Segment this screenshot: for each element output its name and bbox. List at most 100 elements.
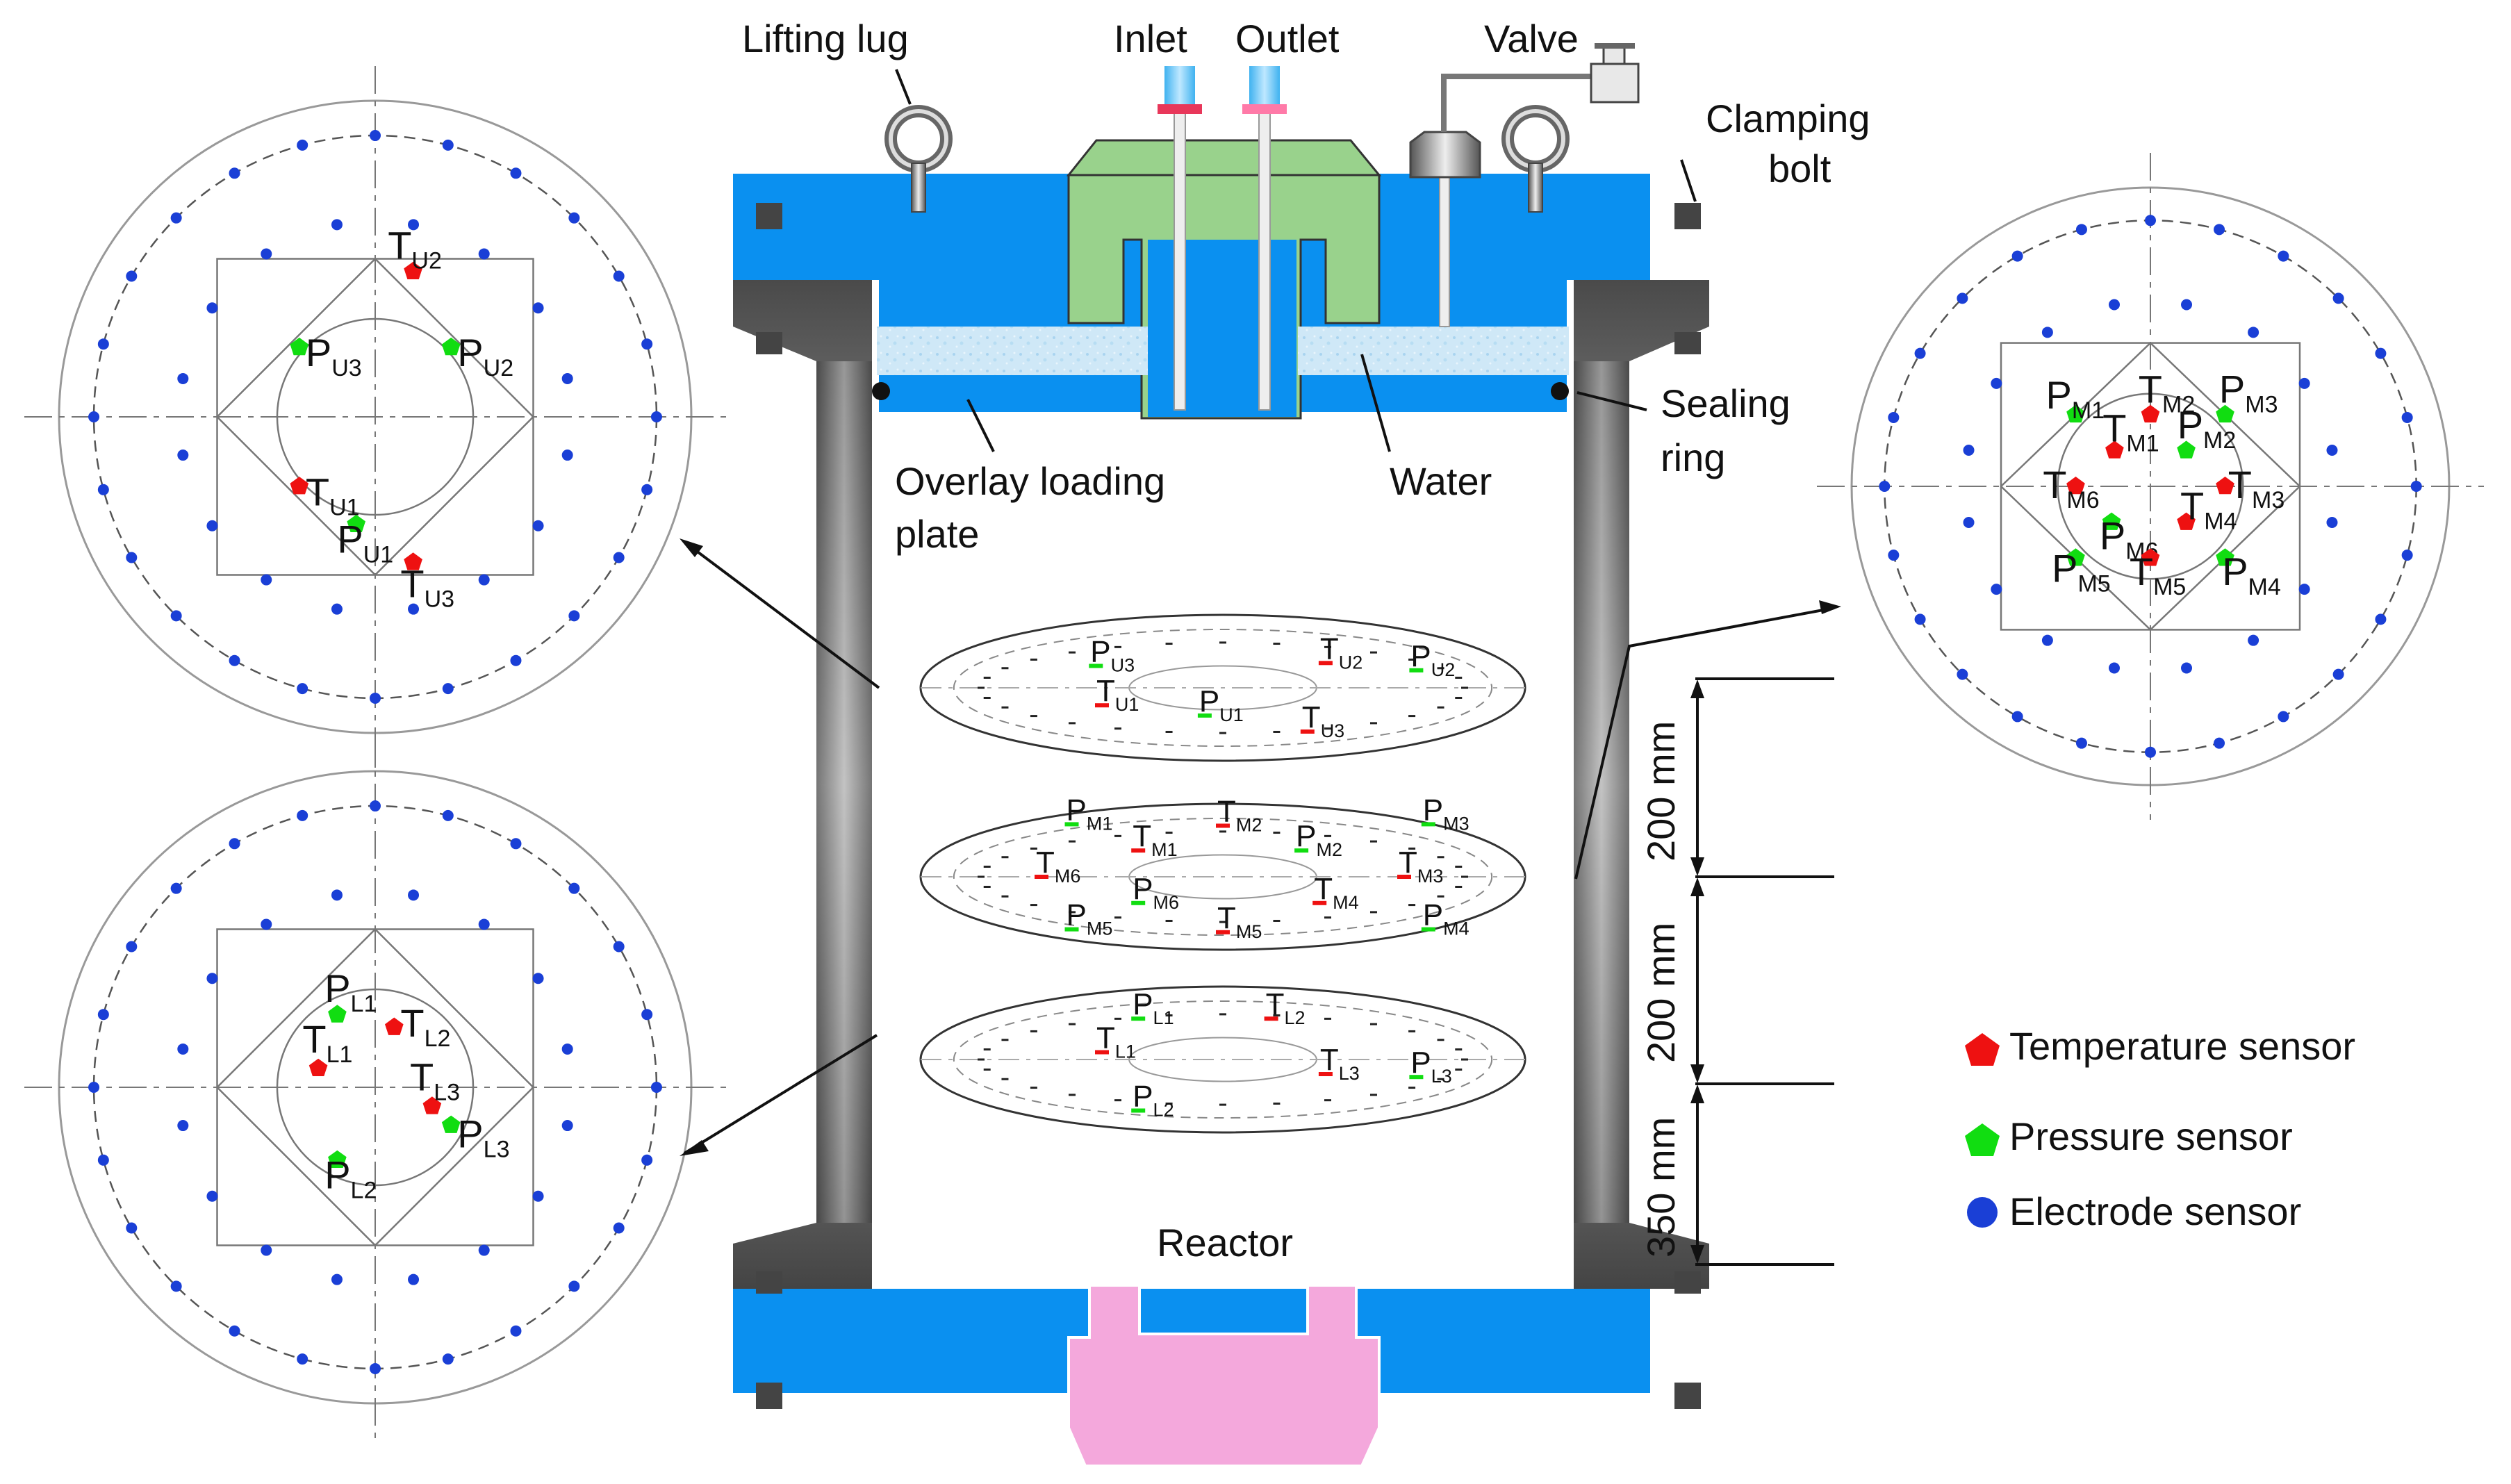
electrode-tick xyxy=(1461,1058,1468,1061)
left-wall-shade xyxy=(816,361,872,1223)
electrode-tick xyxy=(1324,916,1331,919)
sealing-ring-right xyxy=(1551,382,1569,400)
electrode-tick xyxy=(1369,722,1377,725)
electrode-dot xyxy=(561,1043,573,1055)
electrode-dot xyxy=(229,654,240,666)
pressure-sensor-icon xyxy=(2066,404,2085,423)
electrode-tick xyxy=(1437,1039,1444,1041)
electrode-tick xyxy=(983,1048,991,1051)
electrode-tick xyxy=(1001,1078,1009,1080)
diamond-frame xyxy=(215,257,535,577)
sensor-label-pu3: PU3 xyxy=(306,331,362,381)
layer-sensor-mark xyxy=(1216,930,1230,934)
legend-pressure-label: Pressure sensor xyxy=(2009,1114,2293,1158)
electrode-dot xyxy=(561,372,573,384)
electrode-dot xyxy=(206,302,218,314)
electrode-tick xyxy=(1030,847,1037,850)
electrode-tick xyxy=(1165,832,1173,834)
electrode-tick xyxy=(1437,706,1444,709)
legend-temperature-label: Temperature sensor xyxy=(2009,1024,2355,1068)
layer-label-pm6: PM6 xyxy=(1133,872,1179,913)
diamond-frame xyxy=(2000,341,2301,632)
dimension-arrows xyxy=(1690,679,1704,1264)
electrode-dot xyxy=(170,212,182,224)
electrode-tick xyxy=(1324,727,1331,730)
sensor-label-tm3: TM3 xyxy=(2228,463,2284,513)
inlet-pipe xyxy=(1174,110,1186,411)
electrode-dot xyxy=(229,1325,240,1337)
electrode-dot xyxy=(370,130,381,142)
pressure-sensor-icon xyxy=(328,1150,347,1168)
water-layer-right xyxy=(1298,327,1569,375)
legend-temperature: Temperature sensor xyxy=(1965,1024,2355,1068)
electrode-tick xyxy=(1114,727,1122,730)
layer-sensor-mark xyxy=(1064,822,1079,827)
electrode-tick xyxy=(978,875,985,878)
electrode-dot xyxy=(126,1222,138,1234)
dim-200-upper: 200 mm xyxy=(1639,721,1683,861)
electrode-dot xyxy=(1914,347,1926,359)
electrode-tick xyxy=(1273,832,1281,834)
lifting-lug-right xyxy=(1501,105,1570,213)
layer-label-tm6: TM6 xyxy=(1036,846,1080,887)
label-ring: ring xyxy=(1661,436,1725,479)
sensor-label-tm1: TM1 xyxy=(2102,406,2159,457)
electrode-tick xyxy=(1114,834,1122,837)
electrode-dot xyxy=(561,1120,573,1132)
lifting-lug-left xyxy=(884,105,953,213)
electrode-tick xyxy=(1273,643,1281,645)
electrode-dot xyxy=(408,603,420,615)
electrode-dot xyxy=(1957,668,1968,680)
electrode-dot xyxy=(641,1154,653,1166)
layer-label-pu1: PU1 xyxy=(1199,684,1244,725)
label-water: Water xyxy=(1390,459,1492,503)
sensor-label-pl2: PL2 xyxy=(324,1153,377,1204)
sensor-label-tu1: TU1 xyxy=(306,470,360,520)
electrode-tick xyxy=(1324,645,1331,648)
electrode-dot xyxy=(2278,250,2289,262)
layer-label-pm1: PM1 xyxy=(1067,793,1113,834)
electrode-tick xyxy=(1219,830,1226,833)
electrode-sensor-icon xyxy=(1967,1197,1998,1228)
electrode-dot xyxy=(97,1009,109,1021)
layer-label-tl1: TL1 xyxy=(1096,1021,1136,1062)
electrode-tick xyxy=(1030,715,1037,718)
electrode-dot xyxy=(97,1154,109,1166)
electrode-dot xyxy=(126,270,138,282)
temperature-sensor-icon xyxy=(422,1096,442,1114)
electrode-tick xyxy=(1219,921,1226,923)
electrode-dot xyxy=(442,1353,454,1365)
electrode-dot xyxy=(88,411,100,422)
electrode-tick xyxy=(1001,706,1009,709)
electrode-tick xyxy=(1437,1078,1444,1080)
electrode-tick xyxy=(1437,895,1444,898)
layer-label-pl1: PL1 xyxy=(1133,987,1174,1028)
label-clamping: Clamping xyxy=(1706,97,1870,140)
label-lifting-lug: Lifting lug xyxy=(742,17,909,60)
electrode-dot xyxy=(170,610,182,622)
dim-200-lower: 200 mm xyxy=(1639,923,1683,1063)
right-wall-shade xyxy=(1574,361,1629,1223)
electrode-dot xyxy=(613,1222,625,1234)
sensor-label-pl3: PL3 xyxy=(457,1112,509,1162)
electrode-tick xyxy=(1114,1099,1122,1102)
electrode-tick xyxy=(1001,1039,1009,1041)
layer-sensor-mark xyxy=(1409,668,1424,673)
temperature-sensor-icon xyxy=(404,552,422,570)
sensor-label-pu1: PU1 xyxy=(337,518,393,568)
label-plate: plate xyxy=(895,512,979,556)
pressure-sensor-icon xyxy=(441,1115,461,1133)
layer-sensor-mark xyxy=(1294,848,1309,853)
electrode-dot xyxy=(478,1244,490,1256)
layer-label-tm2: TM2 xyxy=(1217,795,1262,836)
electrode-dot xyxy=(2375,613,2387,625)
bolt-bl2 xyxy=(756,1383,782,1409)
sealing-ring-left xyxy=(872,382,890,400)
electrode-dot xyxy=(532,973,544,984)
electrode-dot xyxy=(2248,634,2259,646)
electrode-tick xyxy=(1030,1030,1037,1032)
electrode-dot xyxy=(2075,737,2087,749)
